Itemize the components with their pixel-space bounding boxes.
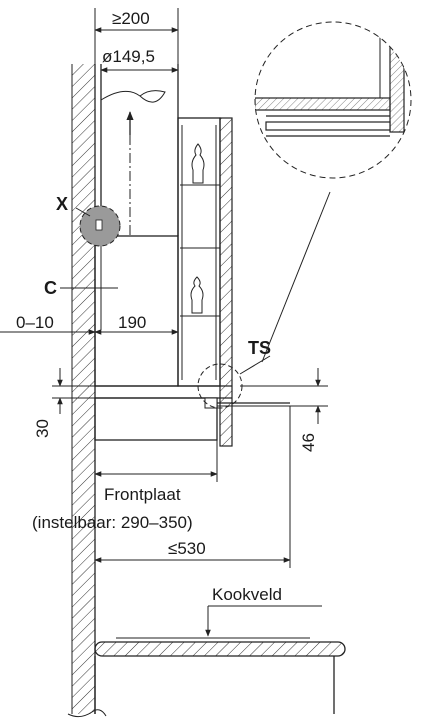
dim-46-label: 46 — [299, 433, 318, 452]
front-plate — [94, 385, 290, 441]
dim-30-label: 30 — [33, 419, 52, 438]
detail-leader — [261, 191, 331, 363]
part-c-label: C — [44, 278, 57, 298]
dim-46 — [240, 368, 328, 424]
dim-190-label: 190 — [118, 313, 146, 332]
dim-frontplate — [94, 440, 218, 482]
detail-x-marker — [75, 205, 121, 247]
hob — [94, 605, 346, 714]
dim-gap-label: 0–10 — [16, 313, 54, 332]
frontplate-adjustable-label: (instelbaar: 290–350) — [32, 513, 193, 532]
hood-body — [94, 235, 179, 387]
shelf-lamp-icon — [190, 276, 204, 314]
dim-gap-190 — [0, 316, 179, 340]
wall-cabinet — [177, 117, 233, 447]
frontplate-label: Frontplaat — [104, 485, 181, 504]
dim-diameter-label: ø149,5 — [102, 47, 155, 66]
hob-label: Kookveld — [212, 585, 282, 604]
dim-max-depth-label: ≤530 — [168, 539, 206, 558]
dim-30 — [52, 368, 95, 414]
dim-min-width-label: ≥200 — [112, 9, 150, 28]
detail-enlargement — [254, 21, 412, 179]
wall — [67, 64, 107, 718]
dim-min-width — [94, 8, 179, 64]
dim-max-depth — [94, 406, 291, 568]
shelf-vase-icon — [191, 143, 205, 184]
detail-x-label: X — [56, 194, 68, 214]
